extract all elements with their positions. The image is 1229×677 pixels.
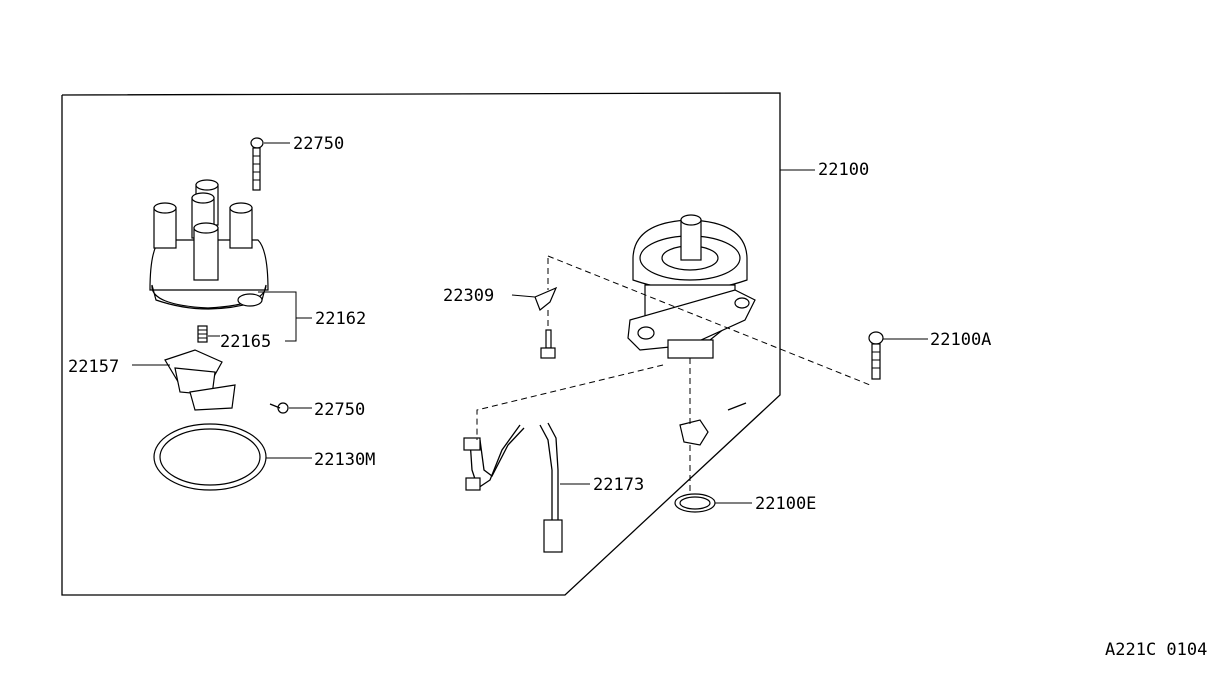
assembly-guides — [476, 255, 871, 492]
distributor-cap-part — [149, 179, 269, 310]
clamp-part — [534, 286, 558, 359]
assembly-boundary — [61, 92, 781, 596]
label-clamp: 22309 — [443, 286, 494, 306]
screw-top-part — [250, 137, 264, 191]
label-seal-ring: 22130M — [314, 450, 375, 470]
distributor-housing-part — [627, 214, 756, 359]
seal-ring-part — [153, 423, 267, 491]
oring-part — [674, 493, 716, 513]
cap-bracket — [258, 291, 297, 342]
label-cap: 22162 — [315, 309, 366, 329]
label-screw-small: 22750 — [314, 400, 365, 420]
rotor-part — [164, 349, 236, 411]
bolt-right-part — [868, 331, 884, 380]
harness-part — [463, 422, 563, 553]
diagram-code: A221C 0104 — [1105, 640, 1207, 660]
label-screw-top: 22750 — [293, 134, 344, 154]
label-spring: 22165 — [220, 332, 271, 352]
label-bolt-right: 22100A — [930, 330, 991, 350]
screw-small-part — [269, 402, 289, 414]
bracket-part — [679, 402, 747, 446]
label-oring: 22100E — [755, 494, 816, 514]
spring-part — [197, 325, 208, 343]
label-rotor: 22157 — [68, 357, 119, 377]
label-assembly: 22100 — [818, 160, 869, 180]
label-harness: 22173 — [593, 475, 644, 495]
clamp-leader — [511, 294, 536, 298]
